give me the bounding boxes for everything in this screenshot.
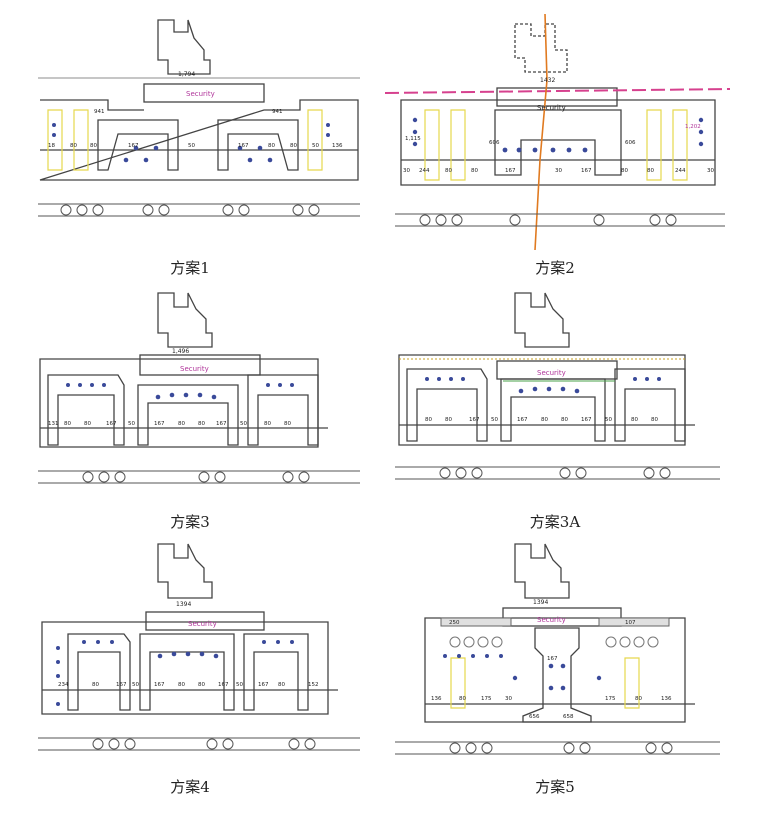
svg-text:30: 30	[403, 168, 410, 174]
svg-text:50: 50	[240, 421, 247, 427]
dimension-label: 1394	[176, 601, 191, 608]
svg-text:30: 30	[707, 168, 714, 174]
caption-scheme-1: 方案1	[170, 259, 210, 277]
panel-scheme-2: 1432 Security 30 244 80 80 167 30 167 80 80 2…	[385, 10, 730, 250]
svg-text:80: 80	[459, 696, 466, 702]
svg-text:606: 606	[625, 140, 636, 146]
dimension-label: 1,496	[172, 348, 189, 355]
svg-text:80: 80	[631, 417, 638, 423]
svg-text:656: 656	[529, 714, 540, 720]
svg-text:167: 167	[581, 417, 592, 423]
svg-text:50: 50	[491, 417, 498, 423]
svg-text:80: 80	[284, 421, 291, 427]
svg-text:80: 80	[268, 143, 275, 149]
svg-text:80: 80	[471, 168, 478, 174]
security-label: Security	[186, 90, 215, 98]
svg-text:50: 50	[132, 682, 139, 688]
svg-text:50: 50	[188, 143, 195, 149]
svg-text:175: 175	[481, 696, 492, 702]
svg-text:50: 50	[312, 143, 319, 149]
svg-text:250: 250	[449, 620, 460, 626]
svg-text:175: 175	[605, 696, 616, 702]
figure-caption-strip	[150, 812, 610, 820]
svg-text:234: 234	[58, 682, 69, 688]
svg-text:80: 80	[290, 143, 297, 149]
svg-text:80: 80	[178, 682, 185, 688]
svg-text:658: 658	[563, 714, 574, 720]
panel-scheme-4: 1394 Security 234 80 167 50 167 80 80 167 50…	[28, 538, 368, 763]
svg-text:167: 167	[517, 417, 528, 423]
dimension-label: 1432	[540, 77, 555, 84]
svg-text:50: 50	[605, 417, 612, 423]
svg-text:80: 80	[651, 417, 658, 423]
security-label: Security	[188, 620, 217, 628]
svg-text:107: 107	[625, 620, 636, 626]
svg-text:167: 167	[581, 168, 592, 174]
caption-scheme-5: 方案5	[535, 778, 575, 796]
svg-text:80: 80	[64, 421, 71, 427]
panel-scheme-3: 1,496 Security 131 80 80 167 50 167 80 80 16…	[28, 285, 368, 495]
panel-scheme-5: 1394 Security 136 80 175 30 656 658 175 80 1…	[385, 538, 730, 778]
svg-text:80: 80	[178, 421, 185, 427]
svg-text:167: 167	[106, 421, 117, 427]
svg-text:80: 80	[445, 168, 452, 174]
svg-text:606: 606	[489, 140, 500, 146]
svg-text:167: 167	[258, 682, 269, 688]
svg-text:80: 80	[647, 168, 654, 174]
svg-text:167: 167	[547, 656, 558, 662]
svg-text:30: 30	[555, 168, 562, 174]
svg-text:80: 80	[278, 682, 285, 688]
svg-text:167: 167	[238, 143, 249, 149]
svg-text:80: 80	[92, 682, 99, 688]
svg-text:244: 244	[675, 168, 686, 174]
svg-text:941: 941	[94, 109, 105, 115]
dimension-label: 1394	[533, 599, 548, 606]
security-label: Security	[537, 616, 566, 624]
svg-text:80: 80	[198, 421, 205, 427]
svg-text:167: 167	[216, 421, 227, 427]
svg-text:80: 80	[445, 417, 452, 423]
svg-text:80: 80	[90, 143, 97, 149]
svg-text:167: 167	[154, 421, 165, 427]
caption-scheme-2: 方案2	[535, 259, 575, 277]
svg-text:941: 941	[272, 109, 283, 115]
panel-scheme-1: 1,794 Security 18 80 80 167 50 167 80 80 50 1…	[28, 10, 368, 235]
svg-text:152: 152	[308, 682, 319, 688]
dimension-label: 1,794	[178, 71, 195, 78]
caption-scheme-3: 方案3	[170, 513, 210, 531]
svg-text:80: 80	[264, 421, 271, 427]
svg-text:80: 80	[84, 421, 91, 427]
svg-text:167: 167	[505, 168, 516, 174]
svg-text:1,115: 1,115	[405, 136, 421, 142]
security-label: Security	[537, 369, 566, 377]
svg-text:167: 167	[154, 682, 165, 688]
security-label: Security	[537, 104, 566, 112]
svg-text:50: 50	[236, 682, 243, 688]
svg-text:80: 80	[561, 417, 568, 423]
svg-text:50: 50	[128, 421, 135, 427]
svg-text:136: 136	[431, 696, 442, 702]
svg-text:244: 244	[419, 168, 430, 174]
svg-text:80: 80	[541, 417, 548, 423]
svg-text:80: 80	[198, 682, 205, 688]
security-label: Security	[180, 365, 209, 373]
svg-text:167: 167	[469, 417, 480, 423]
caption-scheme-3a: 方案3A	[529, 513, 581, 531]
svg-text:136: 136	[661, 696, 672, 702]
svg-text:30: 30	[505, 696, 512, 702]
svg-text:80: 80	[425, 417, 432, 423]
caption-scheme-4: 方案4	[170, 778, 210, 796]
svg-text:167: 167	[218, 682, 229, 688]
svg-text:131: 131	[48, 421, 59, 427]
svg-text:167: 167	[116, 682, 127, 688]
svg-text:167: 167	[128, 143, 139, 149]
panel-scheme-3a: Security 80 80 167 50 167 80 80 167 50 80 80	[385, 285, 730, 495]
svg-text:80: 80	[635, 696, 642, 702]
svg-text:80: 80	[70, 143, 77, 149]
svg-text:80: 80	[621, 168, 628, 174]
svg-text:18: 18	[48, 143, 55, 149]
svg-text:1,202: 1,202	[685, 124, 701, 130]
svg-text:136: 136	[332, 143, 343, 149]
